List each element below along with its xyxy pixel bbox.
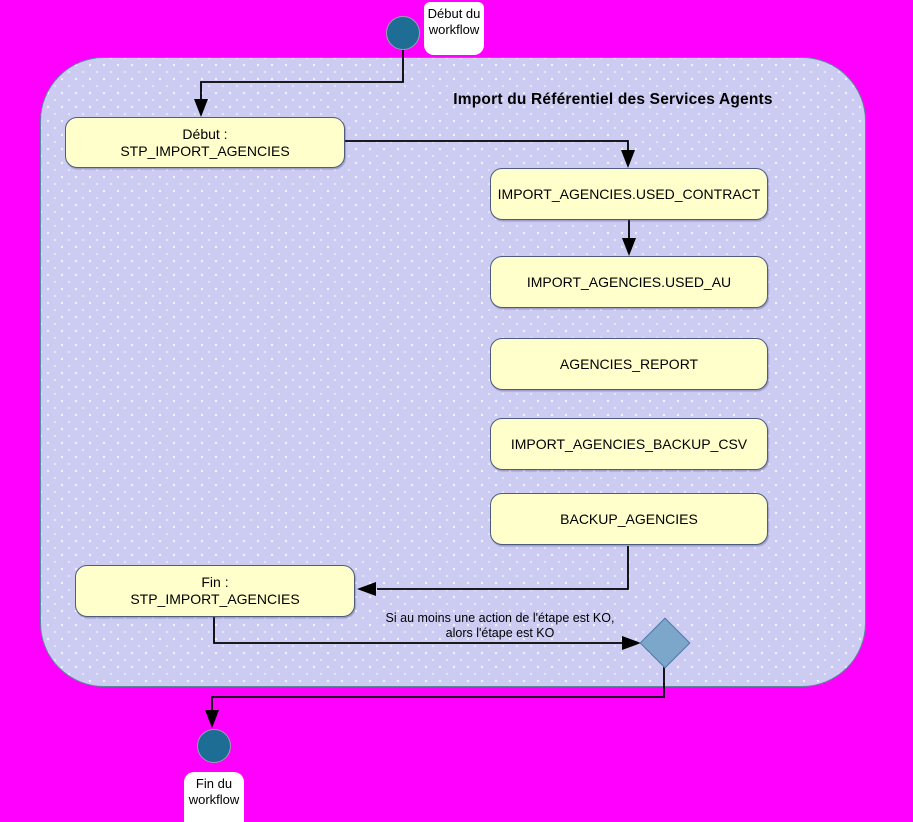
node-step-start-line2: STP_IMPORT_AGENCIES	[120, 142, 290, 159]
node-step-start[interactable]: Début : STP_IMPORT_AGENCIES	[65, 117, 345, 168]
node-action-used-au[interactable]: IMPORT_AGENCIES.USED_AU	[490, 256, 768, 308]
workflow-title: Import du Référentiel des Services Agent…	[453, 91, 773, 108]
node-action-label: IMPORT_AGENCIES.USED_CONTRACT	[497, 185, 761, 202]
node-step-end-line1: Fin :	[201, 574, 229, 590]
node-step-end-line2: STP_IMPORT_AGENCIES	[130, 591, 300, 607]
decision-note: Si au moins une action de l'étape est KO…	[366, 611, 634, 641]
node-step-end[interactable]: Fin : STP_IMPORT_AGENCIES	[75, 565, 355, 617]
node-action-label: BACKUP_AGENCIES	[560, 510, 698, 527]
decision-note-line2: alors l'étape est KO	[445, 626, 555, 640]
node-action-used-contract[interactable]: IMPORT_AGENCIES.USED_CONTRACT	[490, 168, 768, 220]
node-action-agencies-report[interactable]: AGENCIES_REPORT	[490, 338, 768, 390]
end-event-circle[interactable]	[197, 729, 231, 763]
node-action-label: AGENCIES_REPORT	[559, 355, 699, 372]
start-event-circle[interactable]	[386, 16, 420, 50]
end-event-label: Fin du workflow	[184, 772, 244, 822]
node-action-backup-agencies[interactable]: BACKUP_AGENCIES	[490, 493, 768, 545]
node-action-backup-csv[interactable]: IMPORT_AGENCIES_BACKUP_CSV	[490, 418, 768, 470]
decision-note-line1: Si au moins une action de l'étape est KO…	[385, 611, 615, 625]
node-step-start-line1: Début :	[182, 125, 228, 142]
node-action-label: IMPORT_AGENCIES.USED_AU	[526, 273, 732, 290]
start-event-label: Début du workflow	[424, 2, 484, 55]
node-action-label: IMPORT_AGENCIES_BACKUP_CSV	[510, 435, 748, 452]
